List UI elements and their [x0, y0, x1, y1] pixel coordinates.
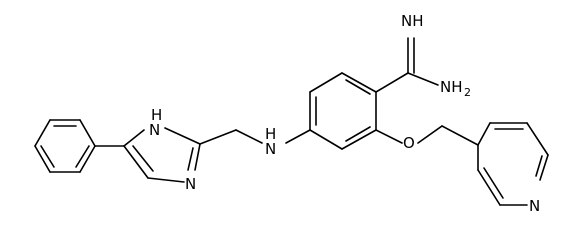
methylene-pyridine-bond	[441, 125, 479, 146]
imidazole-nh-h-label: H	[151, 106, 162, 124]
phenyl-ring	[34, 119, 96, 173]
amine-subscript: 2	[464, 86, 471, 99]
oxygen-methylene-bond	[417, 125, 443, 144]
aryl-oxygen-bond	[375, 129, 403, 144]
amidine-group	[375, 37, 439, 93]
anilino-n-label: N	[265, 140, 276, 158]
pyridine-n-label: N	[529, 197, 540, 215]
imidazole-n3-label: N	[185, 175, 196, 193]
imidazole-ring	[123, 127, 201, 183]
anilino-aryl-bond	[285, 129, 311, 144]
imine-label: NH	[401, 12, 424, 30]
amine-label: NH	[440, 78, 463, 96]
structure-diagram: NH NH 2 H N N H N O N	[34, 12, 549, 215]
central-benzene-ring	[309, 72, 377, 150]
anilino-h-label: H	[265, 125, 276, 143]
molecule-canvas: NH NH 2 H N N H N O N	[34, 12, 549, 215]
imidazole-n1-label: N	[149, 121, 160, 139]
pyridine-ring	[477, 122, 549, 206]
methylene-bond-2	[235, 129, 263, 144]
methylene-bond-1	[199, 129, 237, 145]
ether-oxygen-label: O	[403, 134, 415, 152]
